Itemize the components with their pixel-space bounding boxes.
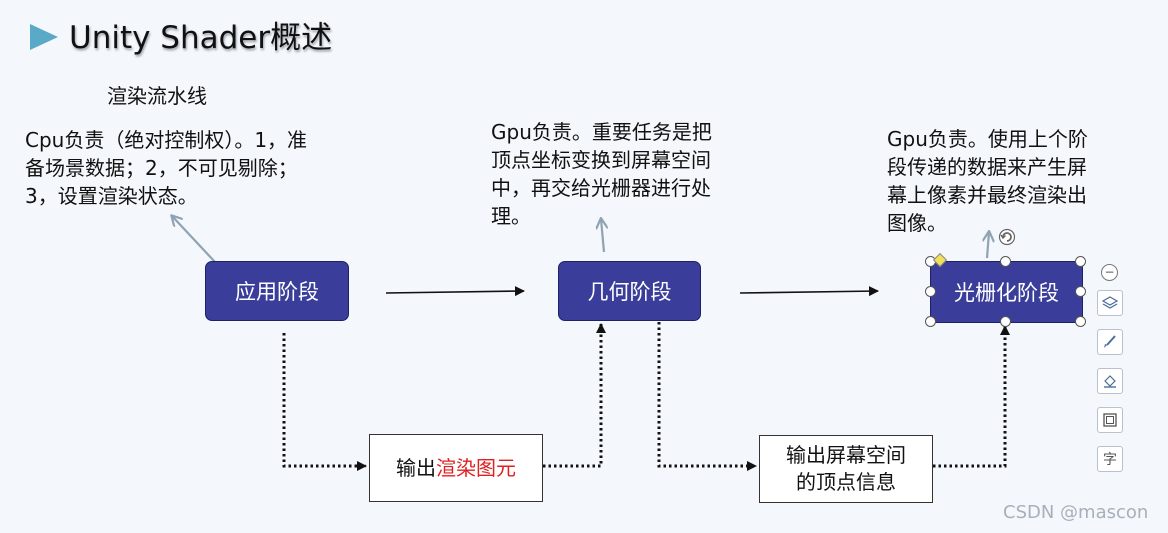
output-screen-space-vertices[interactable]: 输出屏幕空间 的顶点信息	[759, 435, 933, 503]
layers-button[interactable]	[1097, 290, 1123, 316]
resize-handle-top[interactable]	[1000, 256, 1011, 267]
resize-handle-bottom[interactable]	[1000, 316, 1011, 327]
resize-handle-top-right[interactable]	[1075, 256, 1086, 267]
output-render-primitives-highlight: 渲染图元	[436, 455, 516, 480]
dotted-app-to-primitives	[282, 333, 367, 471]
stage-application-label: 应用阶段	[235, 280, 319, 304]
outline-square-icon	[1103, 413, 1117, 427]
output-screen-space-line2: 的顶点信息	[796, 470, 896, 494]
stage-application[interactable]: 应用阶段	[205, 261, 349, 321]
pipeline-subtitle: 渲染流水线	[107, 84, 207, 108]
callout-arrow-raster	[987, 232, 989, 259]
resize-handle-right[interactable]	[1075, 286, 1086, 297]
fill-bucket-icon	[1104, 375, 1116, 388]
resize-handle-bottom-left[interactable]	[925, 316, 936, 327]
dotted-primitives-to-geometry	[543, 323, 606, 468]
title-marker-icon	[30, 24, 58, 50]
outline-button[interactable]	[1097, 407, 1123, 433]
output-render-primitives-prefix: 输出	[396, 455, 436, 480]
rotate-handle-icon[interactable]	[997, 227, 1017, 247]
note-geometry-stage: Gpu负责。重要任务是把顶点坐标变换到屏幕空间中，再交给光栅器进行处理。	[491, 120, 712, 228]
note-rasterization-stage: Gpu负责。使用上个阶段传递的数据来产生屏幕上像素并最终渲染出图像。	[887, 127, 1088, 235]
slide-title: Unity Shader概述	[69, 20, 333, 56]
callout-arrow-app	[172, 216, 216, 263]
arrow-geometry-to-raster	[739, 286, 879, 297]
dotted-screen-vertices-to-raster	[933, 325, 1010, 468]
output-screen-space-line1: 输出屏幕空间	[786, 443, 906, 467]
text-tool-button[interactable]: 字	[1097, 446, 1123, 472]
watermark: CSDN @mascon	[1003, 502, 1149, 523]
output-render-primitives[interactable]: 输出渲染图元	[369, 434, 543, 502]
dotted-geometry-to-screen-vertices	[657, 322, 757, 471]
brush-icon	[1104, 335, 1116, 348]
collapse-toolbar-button[interactable]: −	[1101, 264, 1118, 281]
resize-handle-left[interactable]	[925, 286, 936, 297]
stage-geometry[interactable]: 几何阶段	[558, 261, 701, 321]
stage-geometry-label: 几何阶段	[587, 280, 672, 304]
text-tool-icon: 字	[1103, 452, 1117, 468]
arrow-app-to-geometry	[385, 286, 525, 297]
stage-rasterization[interactable]: 光栅化阶段	[930, 261, 1083, 323]
callout-arrow-geometry	[601, 219, 604, 253]
style-button[interactable]	[1097, 329, 1123, 355]
stage-rasterization-label: 光栅化阶段	[954, 281, 1059, 305]
layers-icon	[1102, 296, 1118, 309]
note-application-stage: Cpu负责（绝对控制权）。1，准备场景数据；2，不可见剔除；3，设置渲染状态。	[25, 128, 308, 208]
resize-handle-bottom-right[interactable]	[1075, 316, 1086, 327]
fill-button[interactable]	[1097, 368, 1123, 394]
